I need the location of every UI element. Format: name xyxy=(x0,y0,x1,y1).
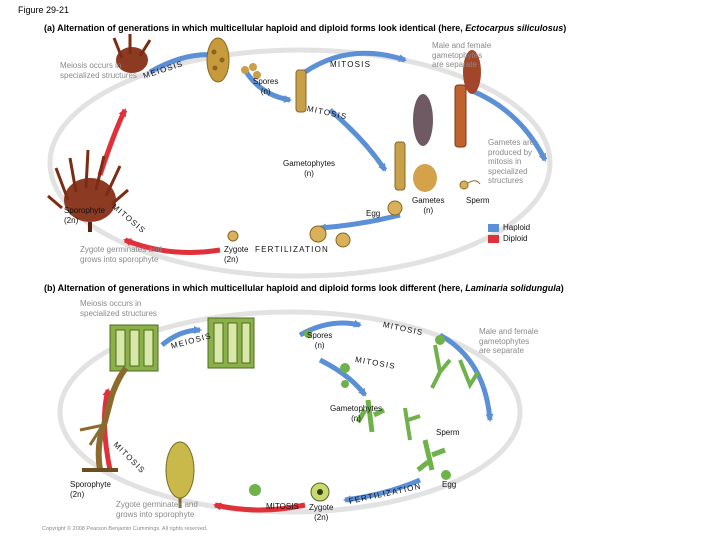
panel-b-gametophytes-art xyxy=(355,335,480,472)
copyright-notice: Copyright © 2008 Pearson Benjamin Cummin… xyxy=(42,526,208,532)
panel-a-egg-label: Egg xyxy=(366,209,381,218)
panel-a-spore-sac-art xyxy=(206,37,230,83)
panel-b-male-female-note: Male and female gametophytes are separat… xyxy=(479,327,539,355)
legend-diploid-label: Diploid xyxy=(503,234,528,243)
panel-a-gametophyte-filaments-art xyxy=(394,50,481,192)
panel-a-title: (a) Alternation of generations in which … xyxy=(44,23,566,33)
panel-b-meiosis-note: Meiosis occurs in specialized structures xyxy=(80,299,157,318)
panel-a-arrow-fertilization xyxy=(318,212,401,232)
panel-a-zygote-art xyxy=(227,225,351,248)
panel-b-letter: (b) xyxy=(44,283,56,293)
panel-b-arrow-meiosis xyxy=(160,326,202,347)
panel-b-arrow-gametophyte-loop xyxy=(438,332,494,422)
panel-a-species: Ectocarpus siliculosus xyxy=(465,23,564,33)
panel-a-gametes-label: Gametes (n) xyxy=(412,196,445,215)
panel-a-arrow-mitosis-top xyxy=(303,50,407,75)
panel-a-male-female-note: Male and female gametophytes are separat… xyxy=(432,41,492,69)
panel-a-spores-art xyxy=(241,63,261,79)
legend-haploid-label: Haploid xyxy=(503,223,531,232)
figure-label: Figure 29-21 xyxy=(18,5,70,15)
panel-a-arrow-sporophyte xyxy=(97,108,128,176)
panel-a-title-end: ) xyxy=(563,23,567,33)
panel-a-sperm-label: Sperm xyxy=(466,196,490,205)
panel-a-arrow-mitosis-right xyxy=(328,108,388,172)
panel-b-sporophyte-label: Sporophyte (2n) xyxy=(70,480,111,499)
panel-b-title-text: Alternation of generations in which mult… xyxy=(57,283,463,293)
panel-a-mitosis-top-label: MITOSIS xyxy=(330,60,372,69)
panel-a-meiosis-note: Meiosis occurs in specialized structures xyxy=(60,61,137,80)
panel-a-young-filament-art xyxy=(295,69,307,113)
panel-a-fertilization-label: FERTILIZATION xyxy=(255,245,329,254)
legend-diploid-swatch xyxy=(488,235,499,243)
panel-b-spores-label: Spores (n) xyxy=(307,331,333,350)
panel-b-mitosis-bottom-label: MITOSIS xyxy=(266,502,299,511)
panel-a-arrow-zygote xyxy=(123,237,221,255)
panel-b-zygote-label: Zygote (2n) xyxy=(309,503,334,522)
panel-a-cycle-ring xyxy=(47,47,553,279)
panel-a-meiosis-tuft-art xyxy=(112,34,152,73)
panel-a-gametes-produced-note: Gametes are produced by mitosis in speci… xyxy=(488,138,535,185)
panel-b-title: (b) Alternation of generations in which … xyxy=(44,283,564,293)
panel-a-letter: (a) xyxy=(44,23,55,33)
panel-a-gametophytes-label: Gametophytes (n) xyxy=(283,159,336,178)
panel-b-title-end: ) xyxy=(560,283,564,293)
panel-b-meiosis-tissue-art xyxy=(109,324,159,372)
panel-b-young-sporophyte-art xyxy=(165,441,195,508)
panel-b-arrow-fertilization xyxy=(343,477,421,504)
panel-b-sperm-label: Sperm xyxy=(436,428,460,437)
panel-b-spore-tissue-art xyxy=(207,317,255,369)
panel-b-arrow-zygote xyxy=(213,502,306,513)
panel-b-gametophytes-label: Gametophytes (n) xyxy=(330,404,383,423)
panel-b-species: Laminaria solidungula xyxy=(465,283,561,293)
panel-b-spores-art xyxy=(304,330,350,388)
panel-a-arrow-spores xyxy=(242,68,292,103)
panel-a-sporophyte-art xyxy=(47,149,129,232)
legend-haploid-swatch xyxy=(488,224,499,232)
panel-a-spores-label: Spores (n) xyxy=(253,77,279,96)
panel-b-cycle-ring xyxy=(57,309,523,515)
panel-b-arrow-mitosis-mid xyxy=(318,357,367,397)
panel-a-title-text: Alternation of generations in which mult… xyxy=(57,23,463,33)
panel-a-arrow-gametophyte-loop xyxy=(469,87,548,162)
panel-b-egg-label: Egg xyxy=(442,480,457,489)
panel-a-gametes-art xyxy=(387,180,481,216)
panel-b-zygote-germinates-note: Zygote germinates and grows into sporoph… xyxy=(116,500,198,519)
panel-a-zygote-label: Zygote (2n) xyxy=(224,245,249,264)
panel-b-egg-zygote-art xyxy=(249,470,451,502)
panel-b-kelp-sporophyte-art xyxy=(79,366,129,472)
panel-a-zygote-germinates-note: Zygote germinates and grows into sporoph… xyxy=(80,245,162,264)
panel-a-sporophyte-label: Sporophyte (2n) xyxy=(64,206,105,225)
